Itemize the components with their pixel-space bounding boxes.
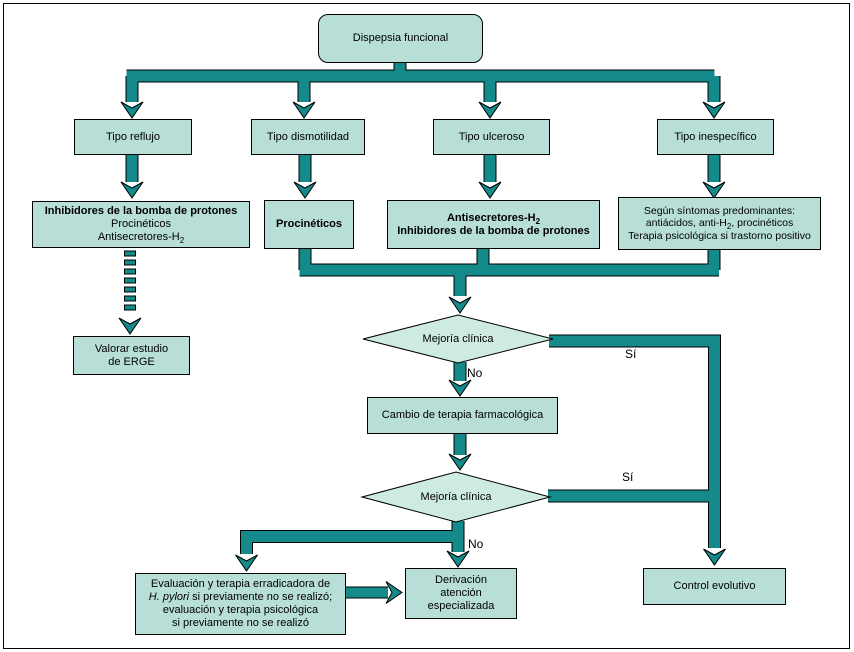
node-line: Antisecretores-H2 <box>446 211 541 226</box>
diagram-border <box>3 3 850 649</box>
node-evaluacion-terapia: Evaluación y terapia erradicadora de H. … <box>135 573 346 635</box>
node-dispepsia-funcional: Dispepsia funcional <box>318 14 483 63</box>
node-tipo-reflujo: Tipo reflujo <box>74 119 192 155</box>
node-control-evolutivo: Control evolutivo <box>643 568 786 605</box>
node-line: Según síntomas predominantes: <box>643 204 796 217</box>
decision-diamonds <box>360 314 554 523</box>
node-label: Dispepsia funcional <box>352 32 449 44</box>
edge-label-no-1: No <box>467 366 483 380</box>
node-label: Tipo inespecífico <box>674 130 757 143</box>
dashed-edge <box>124 250 136 311</box>
diamond-mejoria-1 <box>362 314 554 364</box>
node-label: Tipo reflujo <box>105 130 160 143</box>
edge-fills <box>126 60 720 598</box>
node-line: Terapia psicológica si trastorno positiv… <box>628 229 811 242</box>
node-tratamiento-inespecifico: Según síntomas predominantes: antiácidos… <box>618 197 821 250</box>
node-line: Evaluación y terapia erradicadora de <box>150 578 331 590</box>
node-mejoria-clinica-1: Mejoría clínica <box>368 328 548 350</box>
node-label: Mejoría clínica <box>420 491 492 503</box>
diamond-mejoria-2 <box>360 471 552 523</box>
node-label: Cambio de terapia farmacológica <box>381 409 544 421</box>
edge-label-si-2: Sí <box>622 470 634 484</box>
node-line: atención <box>440 587 482 599</box>
edge-label-si-1: Sí <box>625 347 637 361</box>
node-tipo-inespecifico: Tipo inespecífico <box>657 119 774 155</box>
node-mejoria-clinica-2: Mejoría clínica <box>366 486 546 508</box>
node-tipo-ulceroso: Tipo ulceroso <box>433 119 550 155</box>
node-line: especializada <box>427 600 495 612</box>
node-derivacion-atencion: Derivación atención especializada <box>405 568 517 619</box>
arrowheads <box>118 101 726 604</box>
node-line: antiácidos, anti-H2, procinéticos <box>645 217 794 232</box>
node-label: Procinéticos <box>275 218 343 230</box>
node-line: Inhibidores de la bomba de protones <box>44 205 238 217</box>
node-line: H. pylori si previamente no se realizó; <box>148 591 333 603</box>
node-label: Tipo dismotilidad <box>266 130 350 143</box>
edge-label-no-2: No <box>468 537 484 551</box>
node-tratamiento-ulceroso: Antisecretores-H2 Inhibidores de la bomb… <box>387 200 600 249</box>
node-line: si previamente no se realizó <box>172 617 309 629</box>
node-line: Antisecretores-H2 <box>97 231 185 246</box>
node-line: de ERGE <box>108 355 155 368</box>
node-line: Procinéticos <box>111 218 171 230</box>
node-valorar-estudio-erge: Valorar estudio de ERGE <box>73 336 190 375</box>
node-label: Mejoría clínica <box>422 333 494 345</box>
node-tratamiento-reflujo: Inhibidores de la bomba de protones Proc… <box>32 201 250 248</box>
node-line: Valorar estudio <box>94 342 169 355</box>
node-label: Control evolutivo <box>673 580 756 592</box>
h-pylori-italic: H. pylori <box>148 591 190 603</box>
node-tipo-dismotilidad: Tipo dismotilidad <box>251 119 365 155</box>
node-line: evaluación y terapia psicológica <box>162 604 319 616</box>
node-line: Derivación <box>435 574 487 586</box>
node-label: Tipo ulceroso <box>458 130 525 143</box>
node-line: Inhibidores de la bomba de protones <box>397 224 590 237</box>
node-cambio-terapia: Cambio de terapia farmacológica <box>367 397 558 434</box>
node-tratamiento-dismotilidad: Procinéticos <box>264 200 354 249</box>
